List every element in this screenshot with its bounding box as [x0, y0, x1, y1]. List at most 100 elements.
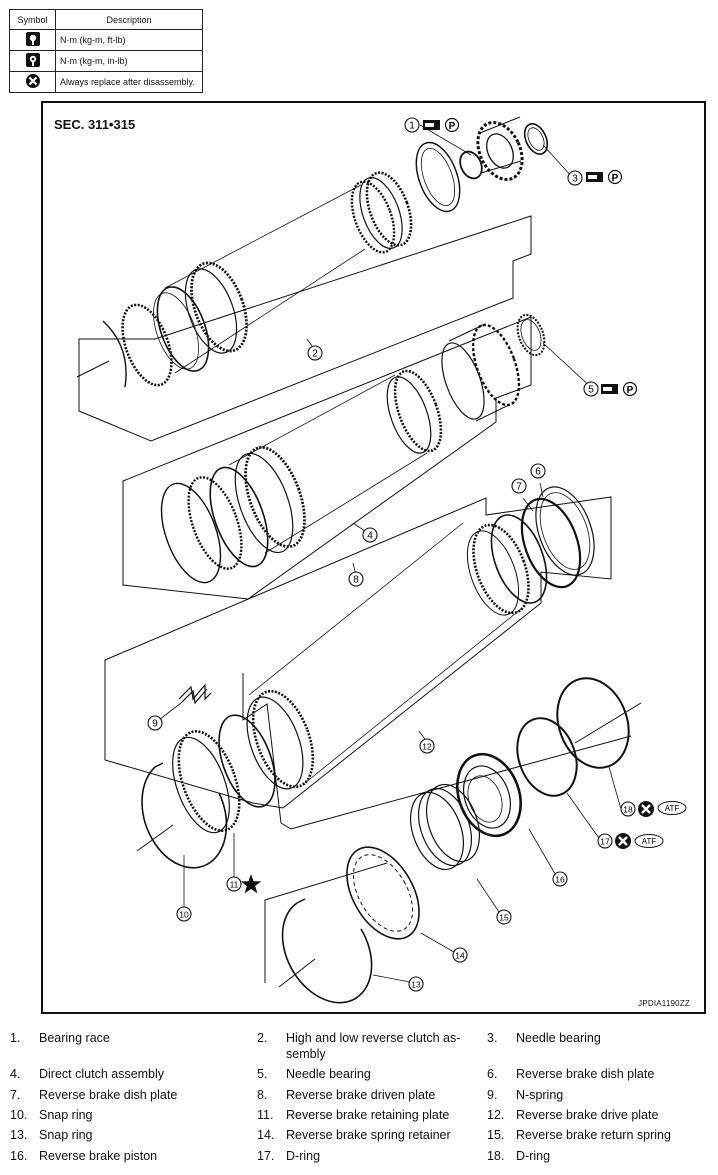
callout-12: 12 — [419, 738, 435, 754]
legend-part-name: Needle bearing — [286, 1067, 371, 1081]
legend-part-name: N-spring — [516, 1088, 564, 1102]
torque-wrench-icon — [25, 32, 40, 46]
legend-part-name: D-ring — [286, 1149, 321, 1163]
callout-number: 15 — [499, 913, 509, 923]
callout-number: 11 — [230, 880, 239, 890]
torque-wrench-icon — [586, 172, 603, 182]
symbol-table: Symbol Description N·m (kg-m, ft-lb) N·m… — [9, 9, 203, 93]
legend-number: 17. — [257, 1149, 275, 1163]
legend-number: 2. — [257, 1031, 268, 1045]
callout-number: 14 — [455, 951, 465, 961]
legend-part-name: Needle bearing — [516, 1031, 601, 1045]
symbol-description: Always replace after disassembly. — [55, 71, 203, 93]
bearing-race-1 — [459, 150, 483, 180]
legend-number: 8. — [257, 1088, 268, 1102]
legend-part-name: D-ring — [516, 1149, 551, 1163]
legend-part-name: Reverse brake driven plate — [286, 1088, 436, 1102]
replace-after-disassembly-icon — [613, 831, 633, 851]
callout-10: 10 — [176, 906, 192, 922]
clutch-plates-4 — [160, 369, 443, 584]
callout-number: 8 — [353, 575, 359, 586]
petroleum-jelly-icon — [607, 169, 623, 185]
reverse-brake-driven-plates — [172, 514, 548, 834]
legend-part-name: Snap ring — [39, 1108, 93, 1122]
legend-number: 7. — [10, 1088, 21, 1102]
callout-number: 13 — [411, 980, 421, 990]
figure-code: JPDIA1190ZZ — [638, 999, 690, 1008]
callout-9: 9 — [147, 715, 163, 731]
legend-part-name: Reverse brake spring retainer — [286, 1128, 451, 1142]
callout-17: 17 — [597, 833, 613, 849]
callout-number: 9 — [152, 719, 158, 730]
description-header: Description — [55, 9, 203, 30]
d-ring-17 — [516, 717, 578, 797]
spring-retainer-14 — [346, 846, 420, 940]
legend-number: 13. — [10, 1128, 28, 1142]
legend-part-name: High and low reverse clutch as- sembly — [286, 1031, 461, 1061]
petroleum-jelly-icon — [622, 381, 638, 397]
legend-number: 14. — [257, 1128, 275, 1142]
callout-number: 4 — [367, 531, 373, 542]
callout-14: 14 — [452, 947, 468, 963]
star-icon — [240, 874, 262, 894]
return-spring-15 — [410, 783, 480, 871]
legend-number: 5. — [257, 1067, 268, 1081]
callout-number: 5 — [588, 385, 594, 396]
exploded-view-diagram: SEC. 311•315 JPDIA1190ZZ — [41, 101, 706, 1014]
symbol-header: Symbol — [9, 9, 56, 30]
symbol-cell — [9, 50, 56, 72]
torque-wrench-icon — [423, 120, 440, 130]
callout-number: 18 — [623, 805, 633, 815]
legend-number: 1. — [10, 1031, 21, 1045]
needle-bearing-3 — [523, 123, 549, 155]
symbol-description: N·m (kg-m, in-lb) — [55, 50, 203, 72]
callout-number: 17 — [600, 837, 610, 847]
legend-part-name: Reverse brake retaining plate — [286, 1108, 450, 1122]
replace-after-disassembly-icon — [636, 799, 656, 819]
group-outline-12 — [242, 673, 632, 830]
group-outline-2 — [78, 215, 532, 442]
legend-number: 15. — [487, 1128, 505, 1142]
callout-number: 16 — [555, 875, 565, 885]
spec-tags: P P P ATF ATF — [240, 117, 687, 894]
callout-number: 6 — [535, 467, 541, 478]
snap-ring-10 — [136, 762, 228, 869]
atf-tag: ATF — [665, 804, 680, 813]
callout-1: 1 — [404, 117, 420, 133]
legend-number: 18. — [487, 1149, 505, 1163]
n-spring-9 — [178, 683, 212, 705]
callout-5: 5 — [583, 381, 599, 397]
callout-3: 3 — [567, 170, 583, 186]
replace-after-disassembly-icon — [25, 74, 40, 88]
atf-tag: ATF — [642, 837, 657, 846]
callout-number: 2 — [312, 349, 318, 360]
snap-ring-13 — [278, 898, 373, 1004]
callout-2: 2 — [307, 345, 323, 361]
callout-number: 12 — [422, 742, 432, 752]
callout-15: 15 — [496, 909, 512, 925]
section-label: SEC. 311•315 — [54, 117, 136, 132]
direct-clutch-drum — [441, 323, 521, 422]
group-outline-8 — [104, 496, 612, 809]
legend-number: 4. — [10, 1067, 21, 1081]
callout-number: 10 — [179, 910, 189, 920]
legend-number: 3. — [487, 1031, 498, 1045]
torque-wrench-small-icon — [25, 53, 40, 67]
legend-part-name: Bearing race — [39, 1031, 110, 1045]
callout-4: 4 — [362, 527, 378, 543]
d-ring-18 — [556, 677, 642, 769]
callout-number: 3 — [572, 174, 578, 185]
legend-number: 11. — [257, 1108, 274, 1122]
callout-8: 8 — [348, 571, 364, 587]
legend-part-name: Reverse brake return spring — [516, 1128, 671, 1142]
legend-part-name: Direct clutch assembly — [39, 1067, 165, 1081]
callout-7: 7 — [511, 478, 527, 494]
group-outline-4 — [122, 316, 532, 600]
callout-number: 7 — [516, 482, 522, 493]
torque-wrench-icon — [601, 384, 618, 394]
legend-part-name: Reverse brake drive plate — [516, 1108, 659, 1122]
legend-number: 16. — [10, 1149, 28, 1163]
reverse-brake-dish-plate-7 — [520, 497, 582, 589]
